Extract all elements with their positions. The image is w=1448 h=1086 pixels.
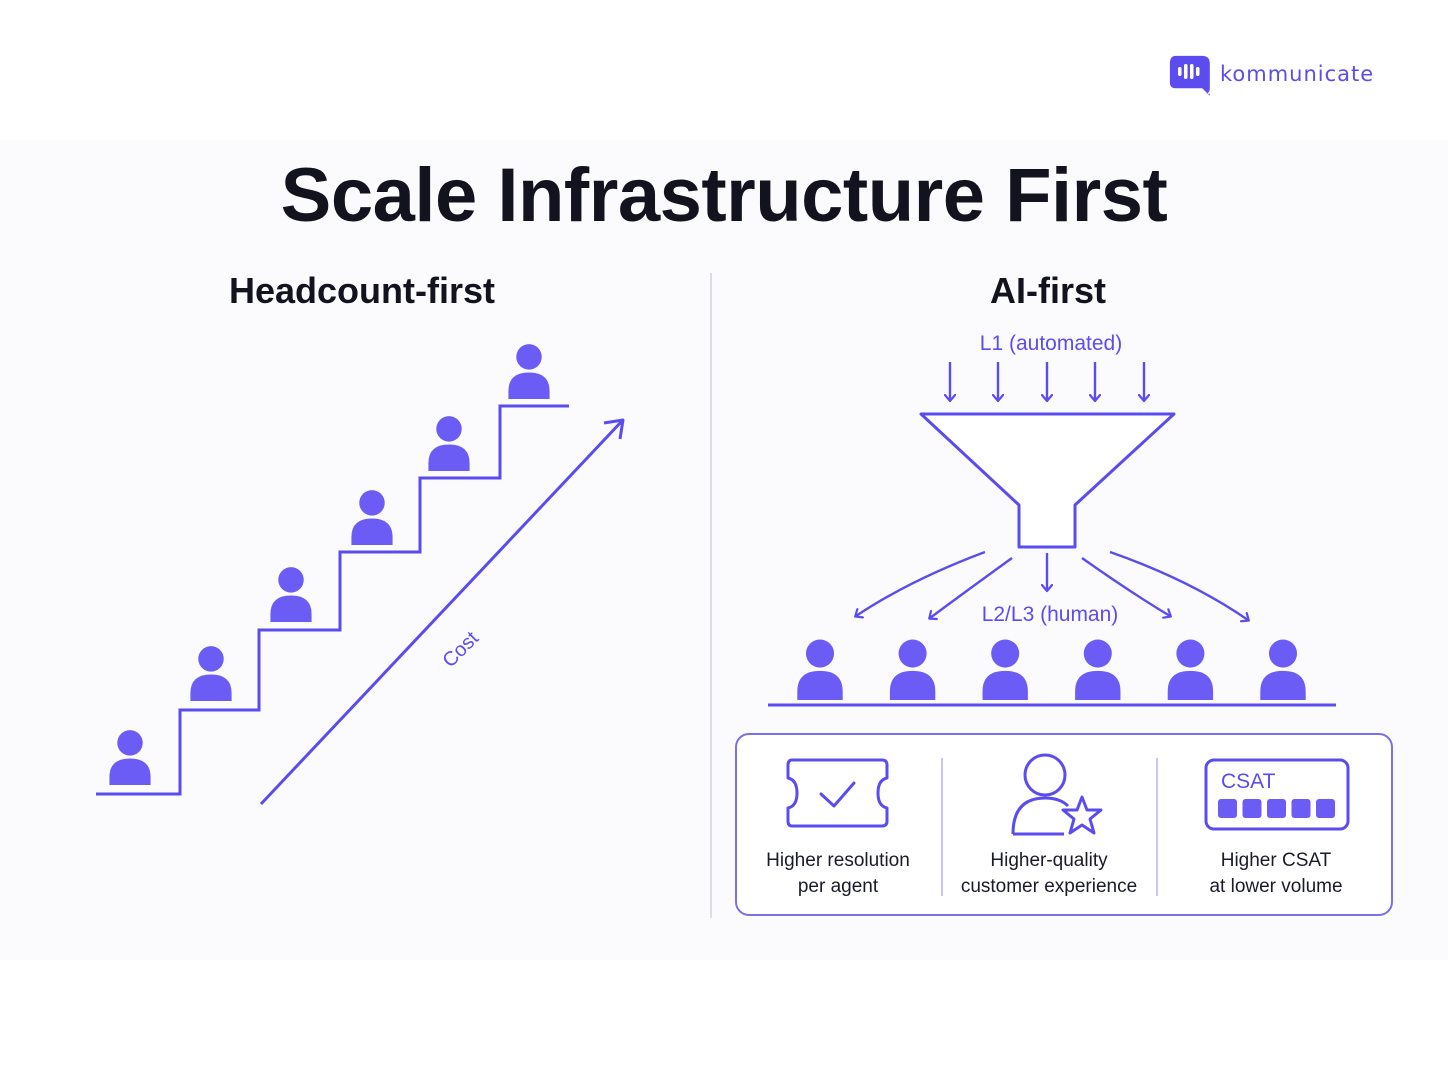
staircase	[96, 404, 569, 796]
page-title: Scale Infrastructure First	[280, 153, 1168, 238]
cost-label: Cost	[438, 627, 483, 672]
person-icon	[351, 490, 393, 545]
person-icon	[1167, 639, 1214, 700]
person-icon	[889, 639, 936, 700]
chat-bubble-logo-icon	[1169, 55, 1210, 96]
brand-name: kommunicate	[1220, 62, 1375, 86]
l1-arrows	[950, 362, 1144, 400]
card-separator	[1156, 758, 1158, 896]
ai-first-title: AI-first	[990, 270, 1106, 311]
person-icon	[1260, 639, 1306, 700]
brand-logo: kommunicate	[1168, 54, 1374, 98]
card-separator	[941, 758, 943, 896]
person-icon	[428, 416, 470, 471]
person-icon	[190, 646, 232, 701]
person-icon	[982, 639, 1028, 700]
agent-row	[797, 639, 1306, 700]
funnel-icon	[919, 412, 1176, 549]
l1-label: L1 (automated)	[980, 332, 1122, 355]
headcount-first-title: Headcount-first	[228, 270, 495, 311]
person-icon	[797, 639, 843, 700]
benefit-label-resolution: Higher resolution per agent	[766, 850, 910, 897]
distribution-arrows	[856, 550, 1248, 620]
person-icon	[109, 730, 151, 785]
section-divider	[710, 273, 712, 918]
staircase-people	[109, 344, 550, 785]
cost-arrow	[259, 418, 625, 806]
person-icon	[1075, 639, 1121, 700]
person-icon	[508, 344, 550, 399]
l2-l3-label: L2/L3 (human)	[982, 603, 1119, 626]
benefit-label-experience: Higher-quality customer experience	[960, 850, 1138, 897]
person-icon	[270, 567, 312, 622]
benefit-label-csat: Higher CSAT at lower volume	[1209, 850, 1343, 897]
